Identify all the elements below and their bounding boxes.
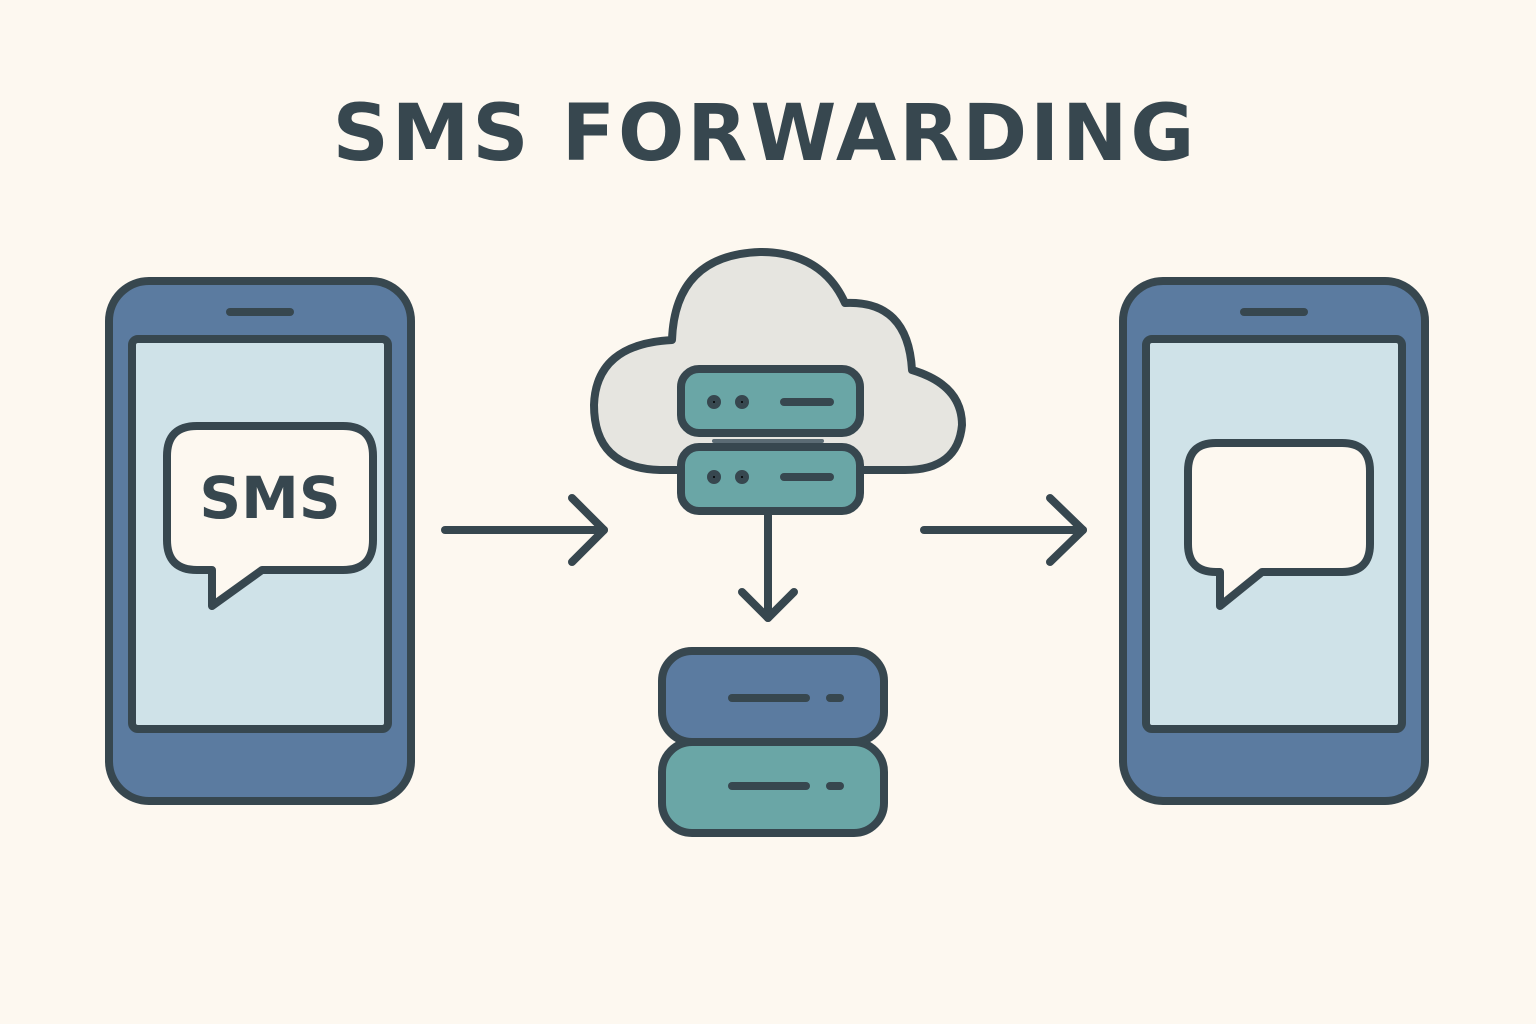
arrow-down-icon (738, 510, 798, 622)
cloud-server-icon (677, 365, 864, 515)
sms-bubble-text: SMS (199, 464, 340, 532)
cloud-icon (590, 248, 966, 474)
diagram-title: SMS FORWARDING (333, 89, 1198, 179)
arrow-right-icon (441, 494, 608, 566)
arrow-right-icon (920, 494, 1087, 566)
message-bubble-icon (1184, 439, 1374, 610)
database-server-icon (658, 647, 888, 837)
sms-bubble-icon (163, 422, 377, 610)
